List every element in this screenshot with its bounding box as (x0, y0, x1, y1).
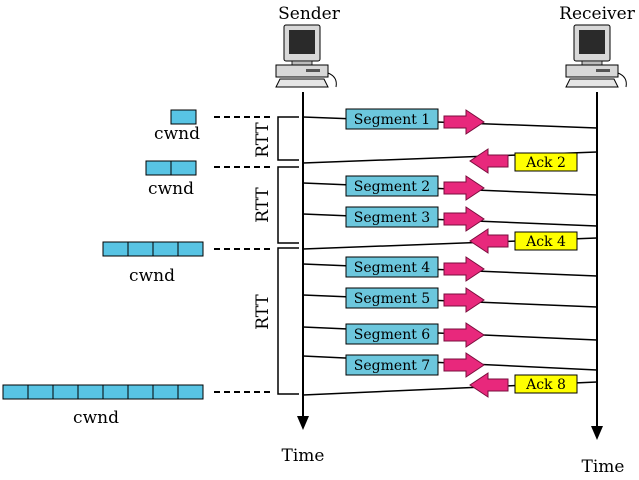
cwnd-cell (177, 384, 204, 400)
segment-label: Segment 7 (354, 358, 430, 374)
rtt-label-2: RTT (253, 187, 273, 223)
segment-arrow-icon (443, 352, 485, 378)
ack-2: Ack 2 (469, 148, 578, 174)
cwnd-cell (27, 384, 54, 400)
sender-timeline-arrowhead (297, 416, 309, 430)
segment-box (345, 175, 439, 197)
ack-label: Ack 4 (525, 234, 566, 250)
rtt-bracket-2 (277, 166, 299, 244)
cwnd-cell (102, 384, 129, 400)
cwnd-label-2: cwnd (148, 179, 194, 199)
ack-label: Ack 2 (525, 155, 566, 171)
ack-label: Ack 8 (525, 377, 566, 393)
cwnd-window-1: cwnd (154, 109, 200, 144)
ack-box (514, 152, 578, 172)
rtt-label-1: RTT (253, 122, 273, 158)
cwnd-cell (152, 241, 179, 257)
segment-label: Segment 2 (354, 179, 430, 195)
cwnd-window-2: cwnd (145, 160, 197, 199)
receiver-computer-icon (565, 24, 627, 88)
cwnd-cell (52, 384, 79, 400)
cwnd-cell (102, 241, 129, 257)
cwnd-window-4: cwnd (2, 384, 204, 428)
cwnd-label-4: cwnd (73, 408, 119, 428)
segment-arrow-icon (443, 206, 485, 232)
segment-2: Segment 2 (345, 175, 485, 201)
segment-label: Segment 6 (354, 327, 430, 343)
segment-4: Segment 4 (345, 256, 485, 282)
segment-arrow-icon (443, 287, 485, 313)
segment-label: Segment 3 (354, 210, 430, 226)
segment-arrow-icon (443, 322, 485, 348)
cwnd-cell (152, 384, 179, 400)
cwnd-cell (2, 384, 29, 400)
segment-box (345, 206, 439, 228)
segment-arrow-icon (443, 256, 485, 282)
segment-box (345, 108, 439, 130)
ack-4: Ack 4 (469, 228, 578, 254)
rtt-bracket-3 (277, 247, 299, 395)
segment-6: Segment 6 (345, 322, 485, 348)
cwnd-label-3: cwnd (129, 266, 175, 286)
segment-arrow-icon (443, 175, 485, 201)
ack-box (514, 374, 578, 394)
cwnd-cell (145, 160, 172, 176)
segment-5: Segment 5 (345, 287, 485, 313)
cwnd-cell (127, 384, 154, 400)
segment-3: Segment 3 (345, 206, 485, 232)
sender-label: Sender (278, 4, 341, 24)
segment-arrow-icon (443, 109, 485, 135)
segment-box (345, 287, 439, 309)
ack-arrow-icon (469, 228, 509, 254)
cwnd-cell (127, 241, 154, 257)
sender-computer-icon (275, 24, 337, 88)
segment-box (345, 354, 439, 376)
cwnd-cell (177, 241, 204, 257)
segment-1: Segment 1 (345, 108, 485, 135)
receiver-timeline-arrowhead (591, 426, 603, 440)
segment-7: Segment 7 (345, 352, 485, 378)
ack-box (514, 231, 578, 251)
rtt-bracket-1 (277, 116, 299, 161)
ack-arrow-icon (469, 372, 509, 398)
receiver-label: Receiver (559, 4, 636, 24)
cwnd-cell (77, 384, 104, 400)
cwnd-cell (170, 109, 197, 125)
segment-label: Segment 5 (354, 291, 430, 307)
receiver-time-label: Time (582, 457, 625, 477)
cwnd-window-3: cwnd (102, 241, 204, 286)
segment-label: Segment 4 (354, 260, 430, 276)
cwnd-label-1: cwnd (154, 124, 200, 144)
segment-label: Segment 1 (354, 112, 430, 128)
ack-arrow-icon (469, 148, 509, 174)
cwnd-cell (170, 160, 197, 176)
segment-box (345, 323, 439, 345)
rtt-label-3: RTT (253, 294, 273, 330)
segment-box (345, 256, 439, 278)
ack-8: Ack 8 (469, 372, 578, 398)
rtt-brackets (277, 116, 299, 395)
sender-time-label: Time (282, 446, 325, 466)
